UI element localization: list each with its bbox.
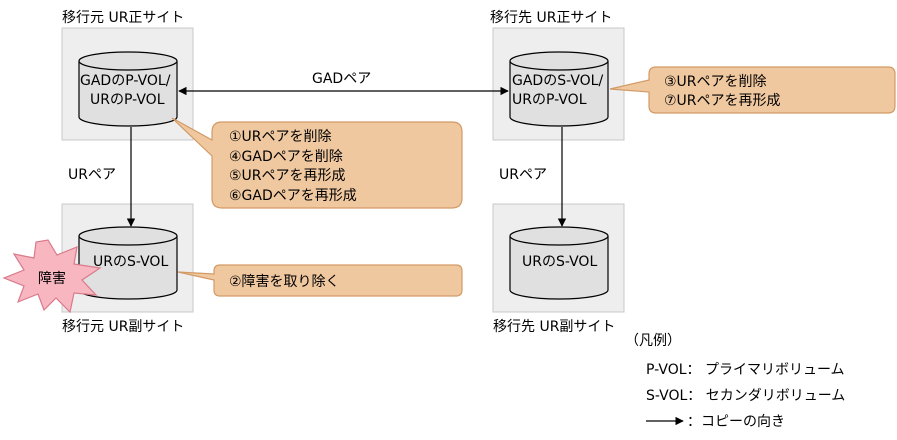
volume-target-primary: GADのS-VOL/ URのP-VOL	[509, 51, 609, 127]
failure-label: 障害	[38, 271, 66, 287]
legend-arrow-label: ：コピーの向き	[687, 414, 785, 430]
callout-target-steps: ③URペアを削除 ⑦URペアを再形成	[609, 66, 896, 114]
volume-source-primary: GADのP-VOL/ URのP-VOL	[78, 51, 178, 127]
volume-source-secondary: URのS-VOL	[78, 226, 178, 300]
site-label-source-primary: 移行元 UR正サイト	[62, 10, 184, 26]
site-label-source-secondary: 移行元 UR副サイト	[62, 319, 184, 335]
ur-pair-label-left: URペア	[68, 167, 116, 183]
callout-step-4: ④GADペアを削除	[229, 149, 343, 165]
volume-label: URのS-VOL	[522, 254, 597, 270]
failure-burst: 障害	[2, 239, 102, 314]
gad-pair-label: GADペア	[312, 71, 371, 87]
callout-step-3: ③URペアを削除	[664, 74, 767, 90]
volume-label: URのS-VOL	[93, 254, 168, 270]
site-label-target-primary: 移行先 UR正サイト	[490, 10, 612, 26]
legend-title: （凡例）	[625, 333, 681, 349]
volume-target-secondary: URのS-VOL	[509, 226, 609, 300]
callout-step-6: ⑥GADペアを再形成	[229, 188, 357, 204]
volume-label-line1: GADのS-VOL/	[512, 73, 603, 89]
volume-label-line2: URのP-VOL	[512, 92, 587, 108]
ur-pair-label-right: URペア	[499, 167, 547, 183]
legend: （凡例） P-VOL： プライマリボリューム S-VOL： セカンダリボリューム…	[625, 333, 845, 430]
callout-step-5: ⑤URペアを再形成	[229, 168, 346, 184]
legend-svol: S-VOL： セカンダリボリューム	[646, 388, 845, 404]
legend-pvol: P-VOL： プライマリボリューム	[646, 362, 845, 378]
volume-label-line2: URのP-VOL	[90, 92, 165, 108]
callout-step-2: ②障害を取り除く	[229, 274, 340, 290]
callout-step-7: ⑦URペアを再形成	[664, 93, 781, 109]
volume-label-line1: GADのP-VOL/	[80, 73, 171, 89]
site-label-target-secondary: 移行先 UR副サイト	[493, 319, 615, 335]
callout-failure-step: ②障害を取り除く	[177, 264, 463, 297]
callout-main-steps: ①URペアを削除 ④GADペアを削除 ⑤URペアを再形成 ⑥GADペアを再形成	[171, 117, 463, 209]
callout-step-1: ①URペアを削除	[229, 129, 332, 145]
